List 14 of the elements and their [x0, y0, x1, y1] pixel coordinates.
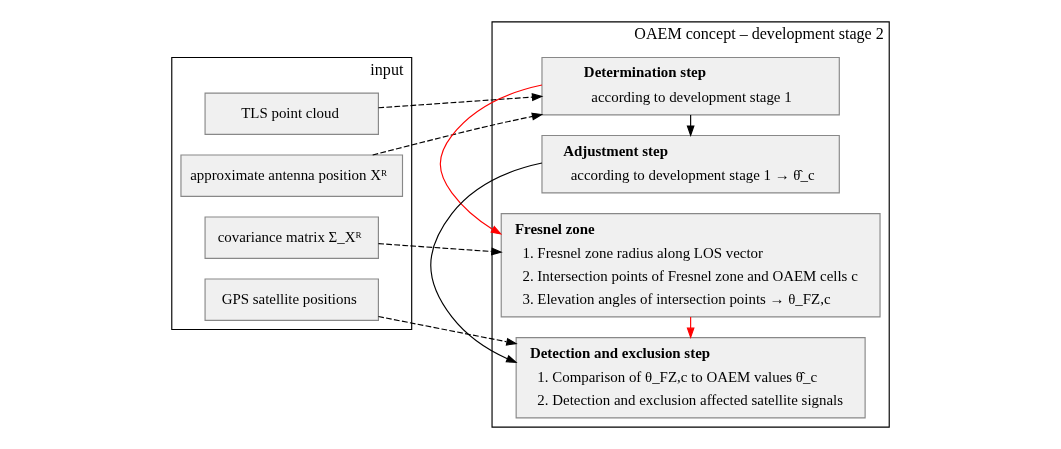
arrow: [377, 243, 503, 256]
node-box: Adjustment step according to development stage 1 → θ̂_c: [541, 134, 840, 194]
node-box: Determination step according to development stage 1: [541, 56, 840, 116]
node-box: Detection and exclusion step 1. Comparison of θ_FZ,c to OAEM values θ̂_c 2. Detection and exclusion affected satellite signals: [515, 337, 866, 419]
node-box: TLS point cloud: [204, 92, 379, 135]
arrow: [372, 112, 544, 156]
node-box: Fresnel zone 1. Fresnel zone radius along LOS vector 2. Intersection points of Fresnel zone and OAEM cells c 3. Elevation angles of intersection points → θ_FZ,c: [500, 213, 881, 318]
node-box: approximate antenna position Xᴿ: [180, 154, 404, 197]
arrow: [377, 93, 544, 109]
arrow: [430, 162, 543, 363]
arrow: [377, 315, 518, 346]
arrow: [439, 84, 543, 235]
node-box: covariance matrix Σ_Xᴿ: [204, 216, 379, 259]
node-box: GPS satellite positions: [204, 278, 379, 321]
